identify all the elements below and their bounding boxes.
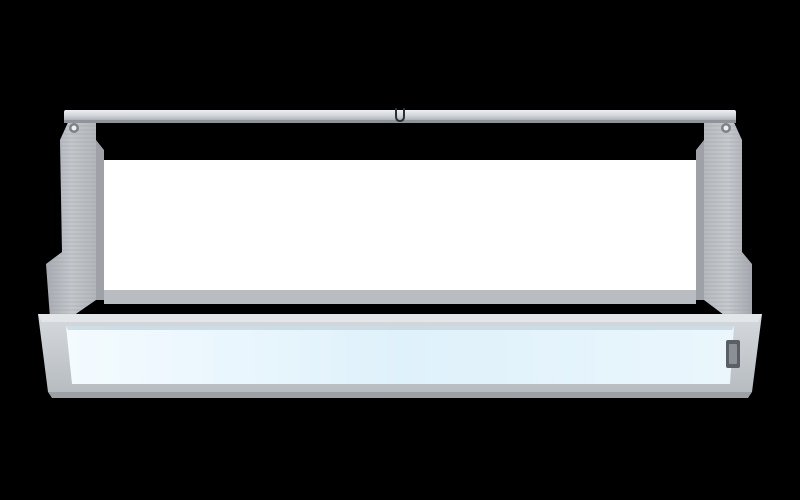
lower-crossbar [104,290,696,304]
hook-icon [395,108,405,123]
light-diffuser [66,326,734,384]
back-panel [96,160,700,300]
right-screw-icon [721,123,731,133]
right-bracket [696,118,752,318]
left-bracket [46,118,104,318]
brand-badge-icon [726,340,740,368]
left-screw-icon [69,123,79,133]
